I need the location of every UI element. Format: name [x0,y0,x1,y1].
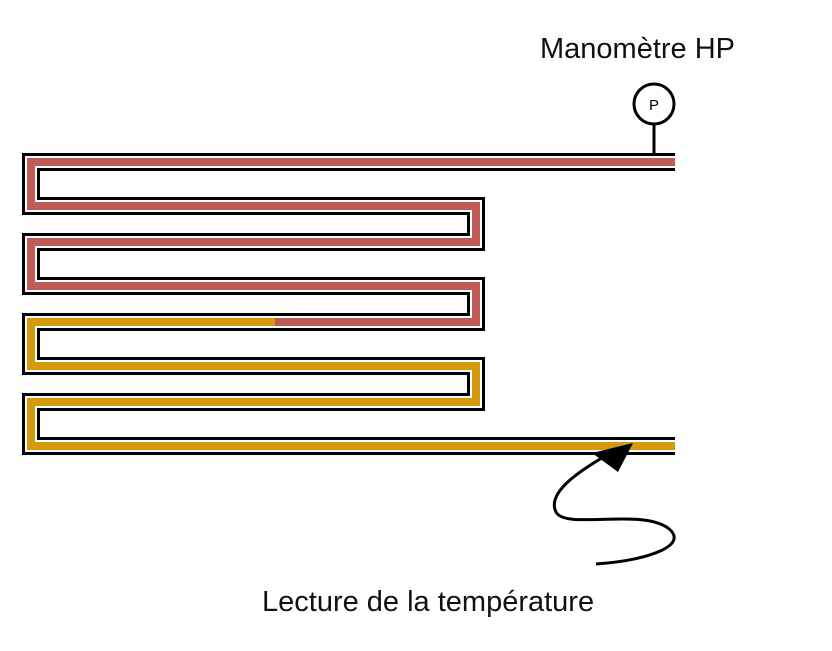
fluid-high-temperature [27,158,675,326]
manometer-label: Manomètre HP [540,33,736,65]
fluid-low-temperature [27,318,675,450]
gauge-symbol: P [649,97,659,114]
pressure-gauge-icon: P [632,82,676,155]
curved-arrow-icon [552,443,676,566]
temperature-label: Lecture de la température [262,586,595,618]
